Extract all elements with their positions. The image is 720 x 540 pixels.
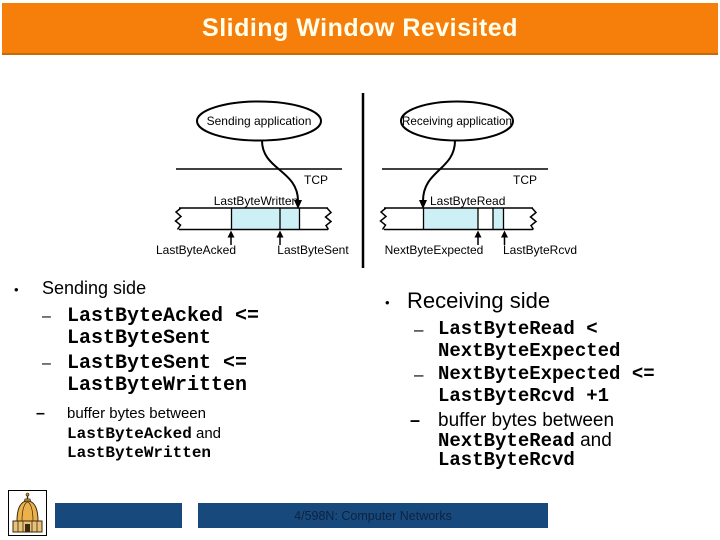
sending-application-ellipse: Sending application bbox=[196, 100, 322, 142]
rule-line: LastByteWritten bbox=[67, 374, 248, 397]
rule-line: NextByteRead and bbox=[438, 429, 614, 452]
recv-buffer-fill-2 bbox=[493, 208, 503, 229]
dash-icon: – bbox=[42, 308, 51, 325]
rule-line: buffer bytes between bbox=[67, 405, 206, 422]
arrow-up-icon bbox=[474, 230, 482, 238]
send-buffer bbox=[174, 207, 333, 231]
code-term: LastByteWritten bbox=[67, 444, 212, 462]
rule-line: buffer bytes between bbox=[438, 410, 615, 431]
rule-line: LastByteAcked <= bbox=[67, 305, 260, 328]
course-label: 4/598N: Computer Networks bbox=[294, 508, 452, 523]
receiving-rule-1: – LastByteRead < NextByteExpected bbox=[414, 318, 621, 362]
receiving-side-heading: • Receiving side bbox=[385, 289, 550, 313]
dash-icon: – bbox=[410, 410, 421, 430]
tcp-label-left: TCP bbox=[304, 173, 328, 187]
code-term: LastByteRcvd bbox=[438, 449, 575, 471]
sending-side-heading-label: Sending side bbox=[42, 278, 147, 298]
sending-application-label: Sending application bbox=[207, 114, 312, 128]
receiving-side-heading-label: Receiving side bbox=[407, 288, 551, 313]
receiving-application-label: Receiving application bbox=[402, 114, 512, 128]
plain-text: and bbox=[191, 424, 222, 442]
arrow-up-icon bbox=[227, 230, 235, 238]
dash-icon: – bbox=[36, 405, 45, 422]
footer-bar-course: 4/598N: Computer Networks bbox=[198, 503, 548, 528]
last-byte-rcvd-label: LastByteRcvd bbox=[503, 243, 577, 257]
dash-icon: – bbox=[414, 365, 424, 384]
last-byte-acked-pointer bbox=[227, 230, 235, 245]
sending-rule-2: – LastByteSent <= LastByteWritten bbox=[42, 353, 247, 397]
code-term: LastByteAcked bbox=[67, 424, 192, 443]
rule-line: NextByteExpected <= bbox=[438, 363, 655, 385]
arrow-down-icon bbox=[294, 200, 302, 209]
next-byte-expected-pointer bbox=[474, 230, 482, 245]
receiving-rule-3: – buffer bytes between NextByteRead and … bbox=[410, 410, 615, 471]
torn-edge-icon bbox=[529, 207, 538, 230]
last-byte-read-label: LastByteRead bbox=[430, 194, 505, 208]
last-byte-rcvd-pointer bbox=[501, 230, 508, 245]
university-dome-logo bbox=[8, 490, 47, 536]
rule-line: LastByteRcvd +1 bbox=[438, 384, 610, 407]
receiving-rule-2: – NextByteExpected <= LastByteRcvd +1 bbox=[414, 363, 655, 407]
tcp-buffer-diagram: Sending application Receiving applicatio… bbox=[156, 93, 577, 268]
dash-icon: – bbox=[414, 320, 424, 339]
sending-rule-1: – LastByteAcked <= LastByteSent bbox=[42, 306, 259, 350]
code-term: NextByteRead bbox=[438, 429, 575, 452]
sending-side-heading: • Sending side bbox=[14, 277, 146, 299]
rule-line: LastByteSent bbox=[67, 327, 212, 350]
title-bar: Sliding Window Revisited bbox=[2, 3, 718, 55]
torn-edge-icon bbox=[174, 207, 183, 230]
last-byte-sent-pointer bbox=[276, 230, 284, 245]
bullet-icon: • bbox=[385, 295, 390, 310]
footer-bar-decoration bbox=[55, 503, 182, 528]
rule-line: LastByteRead < bbox=[438, 318, 598, 340]
sending-rule-3: – buffer bytes between LastByteAcked and… bbox=[36, 404, 221, 464]
rule-line: LastByteSent <= bbox=[67, 352, 248, 375]
send-buffer-fill bbox=[231, 208, 300, 229]
recv-buffer bbox=[379, 207, 538, 231]
recv-buffer-fill bbox=[423, 208, 478, 229]
read-curve-arrow bbox=[419, 140, 456, 209]
slide-title: Sliding Window Revisited bbox=[202, 13, 518, 42]
arrow-up-icon bbox=[501, 230, 508, 238]
arrow-down-icon bbox=[419, 200, 427, 209]
torn-edge-icon bbox=[379, 207, 388, 230]
bullet-icon: • bbox=[14, 282, 19, 297]
next-byte-expected-label: NextByteExpected bbox=[385, 243, 484, 257]
plain-text: and bbox=[574, 429, 612, 451]
dash-icon: – bbox=[42, 355, 51, 372]
receiving-application-ellipse: Receiving application bbox=[400, 100, 514, 142]
last-byte-sent-label: LastByteSent bbox=[277, 243, 349, 257]
rule-line: LastByteAcked and bbox=[67, 424, 221, 445]
rule-line: NextByteExpected bbox=[438, 339, 621, 362]
last-byte-acked-label: LastByteAcked bbox=[156, 243, 236, 257]
last-byte-written-label: LastByteWritten bbox=[214, 194, 298, 208]
arrow-up-icon bbox=[276, 230, 284, 238]
torn-edge-icon bbox=[324, 207, 333, 230]
tcp-label-right: TCP bbox=[513, 173, 537, 187]
write-curve-arrow bbox=[261, 140, 302, 209]
